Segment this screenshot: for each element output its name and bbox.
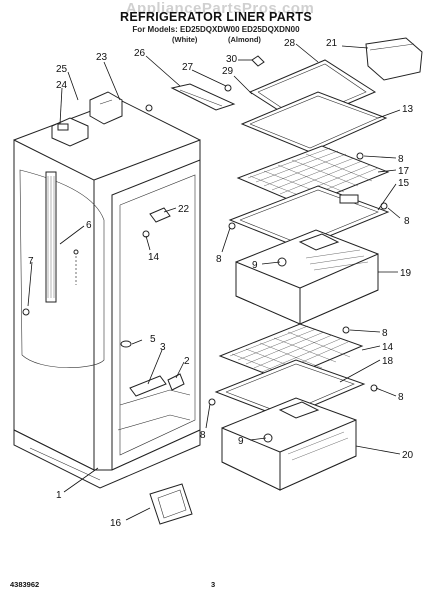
callout-6: 6 (86, 220, 92, 231)
footer-part-number: 4383962 (10, 580, 40, 589)
watermark: AppliancePartsPros.com (125, 0, 315, 17)
leader-lines (27, 43, 401, 521)
callout-8-b: 8 (404, 216, 410, 227)
hinge-cover-16 (149, 483, 193, 525)
refrigerator-liner (13, 99, 201, 489)
callout-25: 25 (56, 64, 68, 75)
shelf-support-clips (208, 152, 388, 406)
callout-20: 20 (402, 450, 414, 461)
shelf-frame-15 (228, 185, 390, 249)
callout-28: 28 (284, 38, 296, 49)
callout-15: 15 (398, 178, 410, 189)
control-housing (51, 117, 89, 147)
callout-23: 23 (96, 52, 108, 63)
callout-2: 2 (184, 356, 190, 367)
callout-5: 5 (150, 334, 156, 345)
callout-8-c: 8 (216, 254, 222, 265)
crisper-drawer-lower (221, 397, 357, 491)
plug-5 (120, 340, 132, 348)
callout-17: 17 (398, 166, 410, 177)
diagram-title: REFRIGERATOR LINER PARTS (120, 10, 312, 24)
shelf-frame-18 (214, 359, 366, 419)
glass-shelf-17 (236, 145, 390, 207)
thermostat-bracket (89, 91, 123, 125)
callout-8-d: 8 (382, 328, 388, 339)
light-shield (170, 83, 236, 111)
callout-8-a: 8 (398, 154, 404, 165)
callout-27: 27 (182, 62, 194, 73)
callout-9-b: 9 (238, 436, 244, 447)
callout-30: 30 (226, 54, 238, 65)
callout-numbers: 25 24 23 26 27 30 29 28 21 13 8 17 15 8 … (28, 38, 414, 529)
callout-3: 3 (160, 342, 166, 353)
callout-13: 13 (402, 104, 414, 115)
callout-24: 24 (56, 80, 68, 91)
callout-11: 14 (148, 252, 160, 263)
clip-27 (224, 84, 232, 92)
callout-29: 29 (222, 66, 234, 77)
callout-7: 7 (28, 256, 34, 267)
callout-19: 19 (400, 268, 412, 279)
glass-shelf-14 (218, 323, 364, 381)
callout-8-f: 8 (200, 430, 206, 441)
callout-26: 26 (134, 48, 146, 59)
callout-21: 21 (326, 38, 338, 49)
callout-8-e: 8 (398, 392, 404, 403)
footer-page-number: 3 (211, 580, 216, 589)
cover-2 (167, 373, 185, 391)
screw-23 (145, 104, 153, 112)
callout-14-label: 14 (382, 342, 394, 353)
door-bin (365, 37, 423, 81)
crisper-drawer-upper (235, 229, 379, 325)
callout-1: 1 (56, 490, 62, 501)
callout-16: 16 (110, 518, 122, 529)
callout-22: 22 (178, 204, 190, 215)
variant-white: (White) (172, 35, 198, 44)
variant-almond: (Almond) (228, 35, 261, 44)
callout-18: 18 (382, 356, 394, 367)
clip-30 (251, 55, 265, 67)
model-numbers: For Models: ED25DQXDW00 ED25DQXDN00 (132, 25, 300, 34)
callout-9-a: 9 (252, 260, 258, 271)
